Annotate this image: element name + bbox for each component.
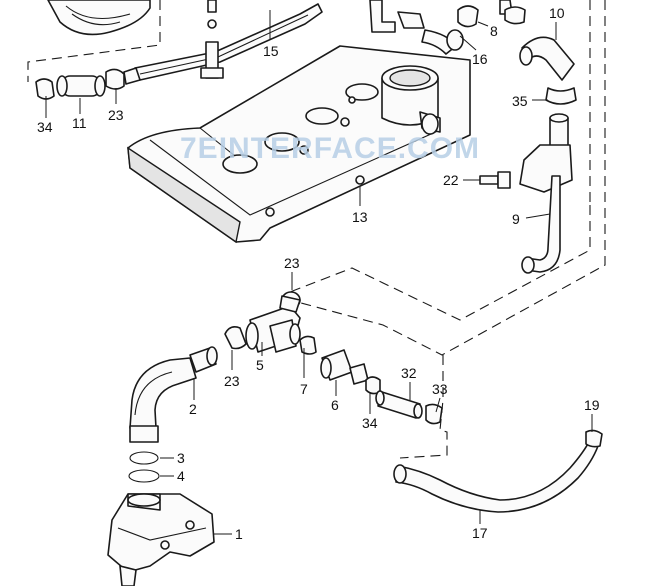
top-left-hose-fitting bbox=[47, 0, 151, 36]
hose-32 bbox=[365, 376, 443, 425]
callout-23-top: 23 bbox=[108, 107, 124, 123]
breather-hose-13-9 bbox=[479, 36, 577, 274]
callout-8: 8 bbox=[490, 23, 498, 39]
valve-cover: 7EINTERFACE.COM bbox=[127, 45, 480, 244]
dashed-boundary-lines bbox=[27, 0, 606, 459]
callout-22: 22 bbox=[443, 172, 459, 188]
callout-7: 7 bbox=[300, 381, 308, 397]
t-connector-5 bbox=[224, 291, 369, 385]
callout-23-right: 23 bbox=[284, 255, 300, 271]
callout-13: 10 bbox=[549, 5, 565, 21]
watermark-text: 7EINTERFACE.COM bbox=[180, 132, 480, 165]
callout-23-left: 23 bbox=[224, 373, 240, 389]
callout-1: 1 bbox=[235, 526, 243, 542]
leader-lines bbox=[45, 10, 593, 535]
callout-11: 19 bbox=[584, 397, 600, 413]
callout-3: 3 bbox=[177, 450, 185, 466]
callout-32: 32 bbox=[401, 365, 417, 381]
callout-17: 15 bbox=[263, 43, 279, 59]
hose-10 bbox=[393, 429, 603, 513]
clamp-and-elbow-19-8 bbox=[369, 0, 526, 55]
callout-labels: 34 11 23 15 13 16 8 10 35 22 9 23 23 5 2… bbox=[37, 5, 600, 542]
o-rings-3-4 bbox=[128, 451, 160, 483]
callout-19: 16 bbox=[472, 51, 488, 67]
hose-15-assembly bbox=[35, 67, 141, 100]
callout-6: 6 bbox=[331, 397, 339, 413]
hose-2 bbox=[129, 346, 218, 443]
thermostat-housing-1 bbox=[107, 493, 215, 586]
callout-5: 5 bbox=[256, 357, 264, 373]
callout-34-left: 34 bbox=[362, 415, 378, 431]
callout-9: 9 bbox=[512, 211, 520, 227]
callout-15: 11 bbox=[72, 115, 87, 131]
breather-pipe-17 bbox=[134, 0, 323, 81]
callout-4: 4 bbox=[177, 468, 185, 484]
callout-16: 13 bbox=[352, 209, 368, 225]
callout-35: 35 bbox=[512, 93, 528, 109]
callout-2: 2 bbox=[189, 401, 197, 417]
callout-33: 34 bbox=[37, 119, 53, 135]
callout-34-right: 33 bbox=[432, 381, 448, 397]
callout-10: 17 bbox=[472, 525, 488, 541]
